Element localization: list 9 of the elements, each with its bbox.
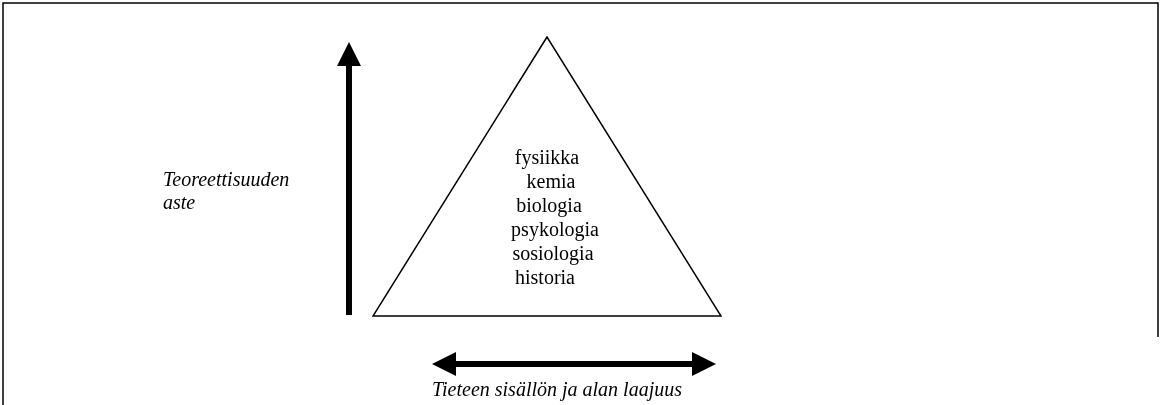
subject-label: sosiologia [512,242,594,264]
subject-label: kemia [526,170,576,192]
axis-label: Tieteen sisällön ja alan laajuus [432,378,683,401]
subject-label: biologia [516,194,582,216]
subject-label: fysiikka [514,146,580,168]
subject-label: psykologia [511,218,599,240]
triangle-shape [372,36,722,317]
axis-label: Teoreettisuuden aste [163,168,291,214]
subject-label: historia [515,266,575,288]
